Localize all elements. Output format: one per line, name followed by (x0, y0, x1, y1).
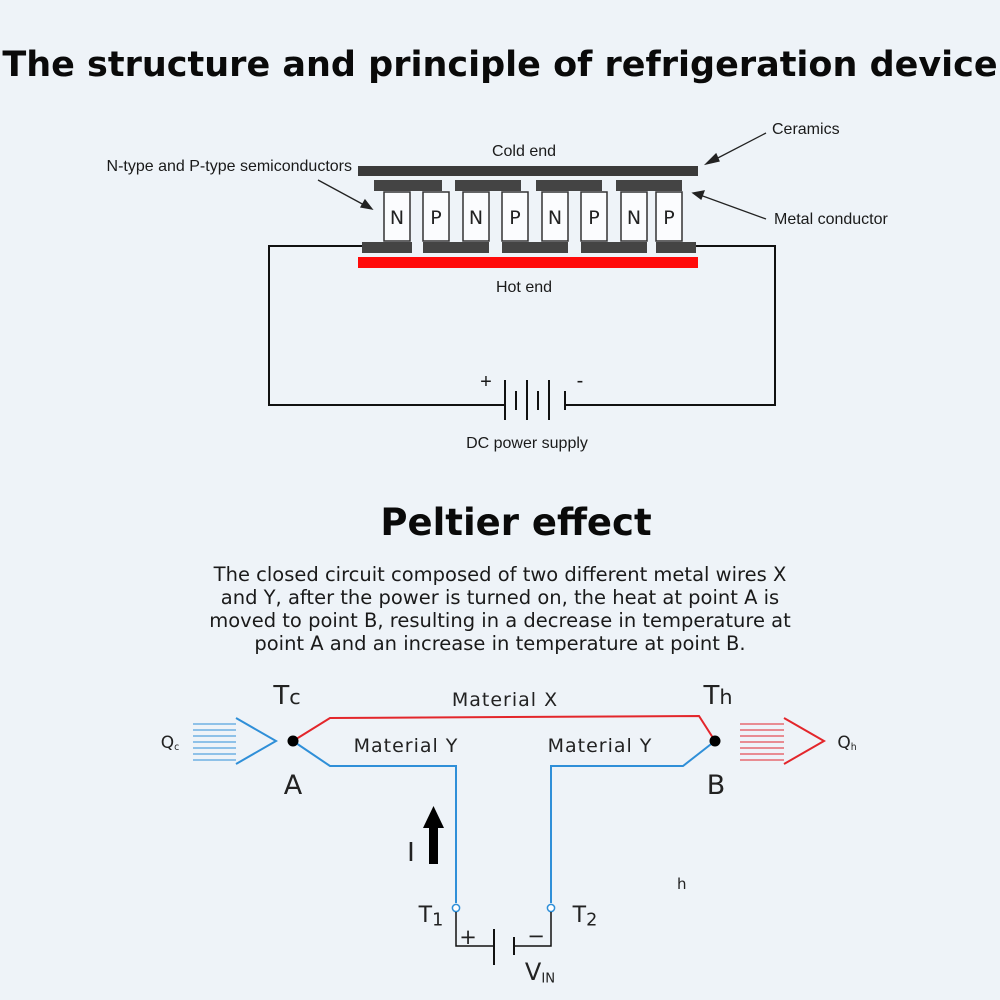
junction-b (709, 735, 721, 747)
semiconductor-leg (620, 191, 648, 242)
cold-end-label: Cold end (492, 143, 556, 160)
qc-label: Qc (161, 733, 180, 753)
vin-plus: + (459, 925, 477, 949)
semiconductor-leg-label: P (663, 207, 674, 229)
vin-minus: − (527, 924, 545, 948)
semiconductor-leg (501, 191, 529, 242)
terminal-t1 (451, 903, 461, 913)
heat-out-icon (740, 717, 827, 765)
semiconductor-leg-label: P (588, 207, 599, 229)
top-conductor (536, 180, 602, 191)
semiconductors-label: N-type and P-type semiconductors (107, 158, 352, 175)
tc-label: Tc (272, 681, 300, 711)
top-conductor (455, 180, 521, 191)
semiconductor-leg-label: P (509, 207, 520, 229)
terminal-t2 (546, 903, 556, 913)
current-arrow-icon (423, 806, 444, 864)
bottom-conductor (656, 242, 696, 253)
point-b-label: B (707, 770, 726, 801)
circuit-wire-left (268, 245, 505, 406)
semiconductor-leg-label: P (430, 207, 441, 229)
semiconductor-leg (580, 191, 608, 242)
material-x-label: Material X (452, 689, 558, 711)
page-title: The structure and principle of refrigera… (2, 45, 997, 85)
metal-conductor-label: Metal conductor (774, 211, 889, 228)
semiconductor-leg-label: N (469, 207, 483, 229)
semiconductor-leg (383, 191, 411, 242)
bottom-conductor (362, 242, 412, 253)
current-label: I (407, 838, 415, 868)
pointer-arrows (317, 132, 767, 220)
top-conductor (374, 180, 442, 191)
vin-battery-icon (493, 929, 515, 965)
peltier-title: Peltier effect (380, 501, 651, 544)
semiconductor-leg-label: N (548, 207, 562, 229)
hot-end-label: Hot end (496, 279, 552, 296)
th-label: Th (702, 681, 732, 711)
bottom-conductor (502, 242, 568, 253)
material-y-wire-left (292, 740, 457, 903)
material-x-wire (292, 714, 716, 742)
hot-plate (358, 257, 698, 268)
top-conductor (616, 180, 682, 191)
battery-plus: + (480, 371, 492, 393)
bottom-conductor (581, 242, 647, 253)
semiconductor-leg (462, 191, 490, 242)
semiconductor-leg (422, 191, 450, 242)
stray-h-label: h (677, 875, 687, 893)
vin-label: VIN (525, 958, 555, 987)
t1-label: T1 (418, 903, 444, 931)
material-y-left-label: Material Y (354, 735, 459, 757)
bottom-conductor (423, 242, 489, 253)
t2-label: T2 (572, 903, 598, 931)
dc-power-supply-label: DC power supply (466, 435, 588, 452)
peltier-description: The closed circuit composed of two diffe… (209, 563, 791, 655)
point-a-label: A (284, 770, 303, 801)
vin-wire-left (455, 912, 494, 947)
vin-wire-right (514, 912, 552, 947)
ceramics-label: Ceramics (772, 121, 840, 138)
battery-minus: - (577, 370, 584, 392)
junction-a (287, 735, 299, 747)
semiconductor-leg (655, 191, 683, 242)
material-y-wire-right (550, 740, 716, 903)
material-y-right-label: Material Y (548, 735, 653, 757)
semiconductor-leg (541, 191, 569, 242)
qh-label: Qh (837, 733, 856, 753)
circuit-wire-right (565, 245, 776, 406)
semiconductor-leg-label: N (627, 207, 641, 229)
semiconductor-leg-label: N (390, 207, 404, 229)
battery-icon (504, 380, 566, 420)
peltier-diagram: Tc Th Material X Material Y Material Y A… (161, 681, 857, 987)
cold-ceramic-plate (358, 166, 698, 176)
heat-in-icon (193, 717, 279, 765)
